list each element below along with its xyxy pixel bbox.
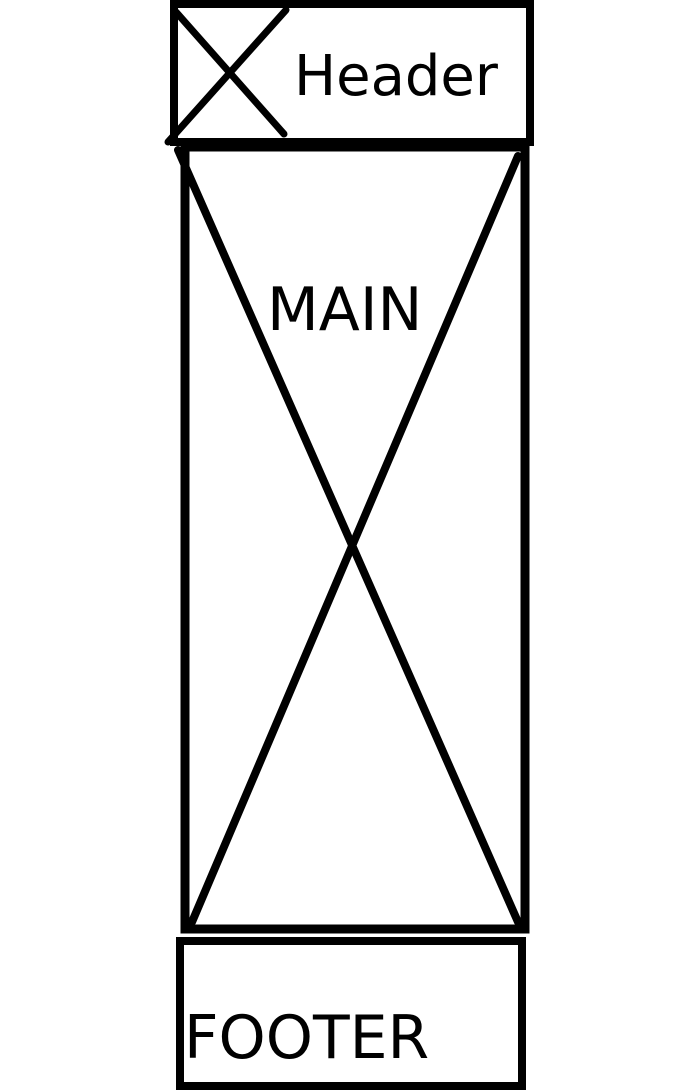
header-box: [170, 0, 534, 146]
header-label: Header: [294, 44, 499, 109]
footer-box: [176, 937, 526, 1090]
main-section: MAIN: [174, 142, 530, 934]
footer-section: FOOTER: [176, 937, 526, 1090]
header-section: Header: [164, 0, 534, 146]
footer-label: FOOTER: [184, 1003, 429, 1073]
header-image-placeholder-icon: [164, 6, 290, 146]
main-image-placeholder-icon: [174, 146, 522, 926]
main-box: [180, 142, 530, 934]
main-label: MAIN: [267, 275, 422, 345]
